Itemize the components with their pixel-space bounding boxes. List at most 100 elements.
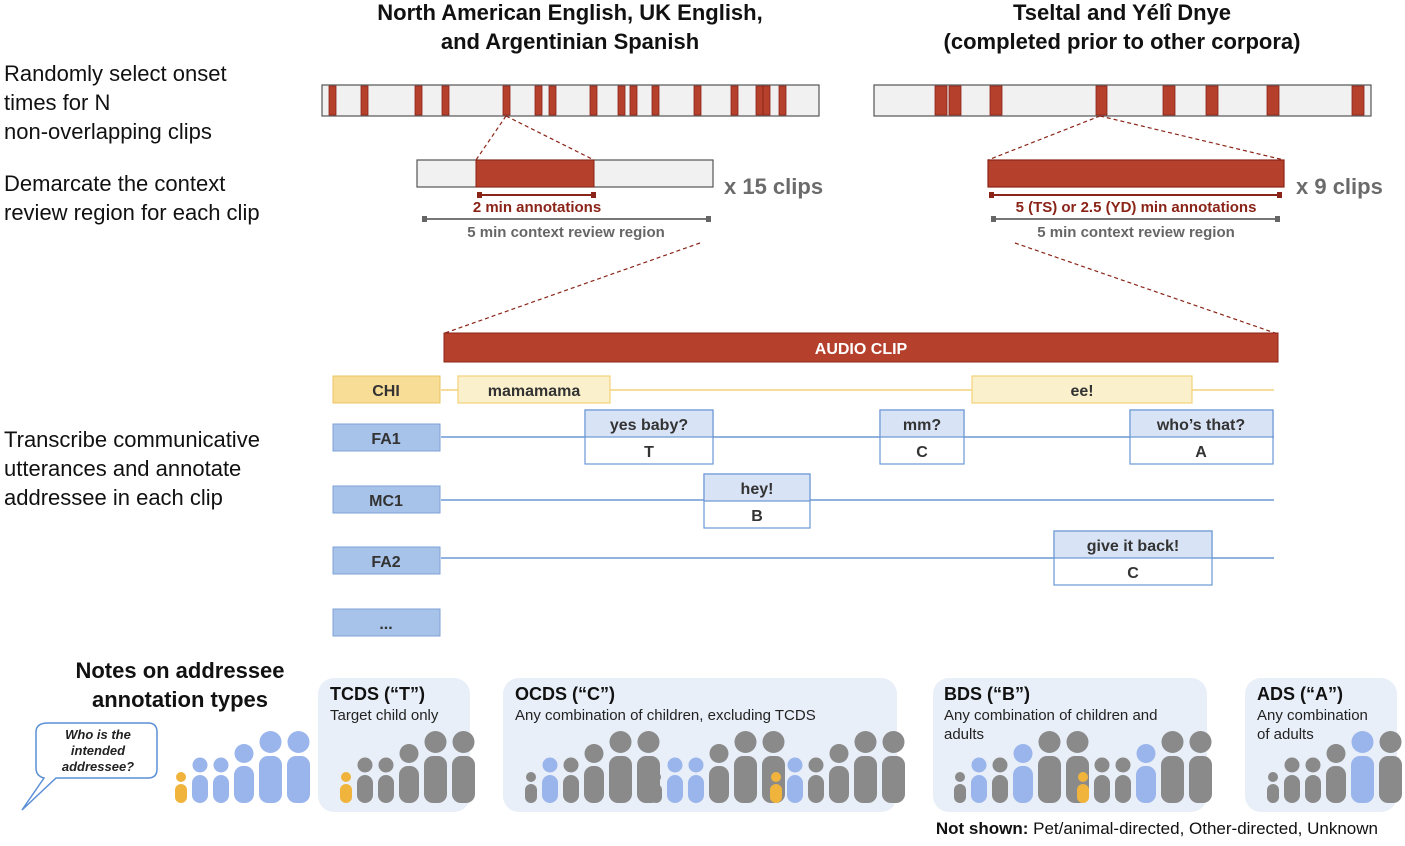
person-head xyxy=(287,731,310,753)
fa2-track-label: FA2 xyxy=(371,554,400,571)
left-clip-onset xyxy=(548,85,557,116)
left-clip-onset xyxy=(360,85,369,116)
chi-utterance-2-text: ee! xyxy=(1070,383,1093,400)
left-audio-zoom-line xyxy=(444,242,701,334)
fa1-utterance-2-header xyxy=(879,409,965,438)
person-head xyxy=(1038,731,1061,753)
person-head xyxy=(1326,744,1346,763)
person-head xyxy=(734,731,757,753)
person-head xyxy=(637,731,660,753)
person-head xyxy=(341,772,351,782)
mc1-utterance-1-text: hey! xyxy=(741,481,774,498)
person-body xyxy=(1115,775,1131,803)
person-head xyxy=(992,757,1008,773)
person-head xyxy=(526,772,536,782)
person-body xyxy=(609,756,632,803)
person-head xyxy=(259,731,282,753)
right-clip-onset xyxy=(948,85,962,116)
not-shown-label: Not shown: xyxy=(936,819,1029,838)
fa2-utterance-1-code: C xyxy=(1127,565,1139,582)
left-clip-onset xyxy=(534,85,543,116)
person-body xyxy=(688,775,704,803)
fa1-utterance-3-code: A xyxy=(1195,444,1207,461)
speech-bubble-shape xyxy=(21,722,158,811)
mc1-utterance-1-code: B xyxy=(751,508,763,525)
ocds-title: OCDS (“C”) xyxy=(515,684,615,704)
person-head xyxy=(192,757,208,773)
person-head xyxy=(1284,757,1300,773)
person-head xyxy=(452,731,475,753)
person-head xyxy=(1136,744,1156,763)
mc1-track-label: MC1 xyxy=(369,493,403,510)
person-head xyxy=(1305,757,1321,773)
person-head xyxy=(1379,731,1402,753)
left-annotation-label: 2 min annotations xyxy=(473,199,601,216)
right-annotation-cap-b xyxy=(1277,192,1282,198)
left-clip-onset xyxy=(502,85,511,116)
ads-title: ADS (“A”) xyxy=(1257,684,1343,704)
speech-bubble-line1: Who is the xyxy=(65,727,131,742)
right-recording-timeline xyxy=(873,84,1372,117)
fa1-utterance-3: who’s that? A xyxy=(1129,409,1274,465)
fa2-utterance-1: give it back! C xyxy=(1053,530,1213,586)
right-clip-onset xyxy=(934,85,948,116)
person-head xyxy=(542,757,558,773)
person-body xyxy=(175,784,187,803)
left-clip-onset xyxy=(755,85,764,116)
right-context-cap-a xyxy=(991,216,996,222)
step-transcribe-line2: utterances and annotate xyxy=(4,456,241,481)
person-body xyxy=(992,775,1008,803)
right-corpus-heading-line2: (completed prior to other corpora) xyxy=(944,29,1301,54)
right-context-cap-b xyxy=(1275,216,1280,222)
person-body xyxy=(1038,756,1061,803)
fa2-track-label-box xyxy=(332,546,441,575)
right-audio-zoom-line xyxy=(1014,242,1276,334)
person-body xyxy=(954,784,966,803)
bds-people-group xyxy=(954,731,1212,803)
more-tracks-box xyxy=(332,608,441,637)
left-corpus-heading-line2: and Argentinian Spanish xyxy=(441,29,699,54)
ocds-people-group xyxy=(525,731,905,803)
person-body xyxy=(1189,756,1212,803)
left-clip-onset xyxy=(414,85,423,116)
left-recording-timeline xyxy=(321,84,820,117)
person-body xyxy=(1013,766,1033,803)
person-body xyxy=(854,756,877,803)
person-head xyxy=(378,757,394,773)
audio-clip-bar xyxy=(443,332,1279,363)
person-body xyxy=(1161,756,1184,803)
ads-people-group xyxy=(1267,731,1402,803)
person-body xyxy=(452,756,475,803)
person-body xyxy=(971,775,987,803)
person-body xyxy=(650,784,662,803)
step-demarcate-line2: review region for each clip xyxy=(4,200,260,225)
person-head xyxy=(424,731,447,753)
person-head xyxy=(709,744,729,763)
person-body xyxy=(734,756,757,803)
person-body xyxy=(563,775,579,803)
fa1-track-label-box xyxy=(332,423,441,452)
right-clip-onset xyxy=(1162,85,1176,116)
step-select-line2: times for N xyxy=(4,90,110,115)
left-context-cap-a xyxy=(422,216,427,222)
person-head xyxy=(688,757,704,773)
left-recording-bar xyxy=(321,84,820,117)
person-body xyxy=(1284,775,1300,803)
left-clip-onset xyxy=(693,85,702,116)
right-recording-bar xyxy=(873,84,1372,117)
left-annotation-cap-a xyxy=(477,192,482,198)
right-clip-onset xyxy=(1266,85,1280,116)
right-clip-onsets xyxy=(934,85,1365,116)
person-head xyxy=(667,757,683,773)
mc1-utterance-1: hey! B xyxy=(703,473,811,529)
step-transcribe-line1: Transcribe communicative xyxy=(4,427,260,452)
left-clip-count: x 15 clips xyxy=(724,174,823,199)
step-select-line3: non-overlapping clips xyxy=(4,119,212,144)
right-zoom-line-b xyxy=(1099,115,1285,161)
person-head xyxy=(1268,772,1278,782)
person-head xyxy=(1078,772,1088,782)
left-annotation-cap-b xyxy=(591,192,596,198)
left-clip-onset xyxy=(617,85,626,116)
left-clip-onset xyxy=(762,85,771,116)
